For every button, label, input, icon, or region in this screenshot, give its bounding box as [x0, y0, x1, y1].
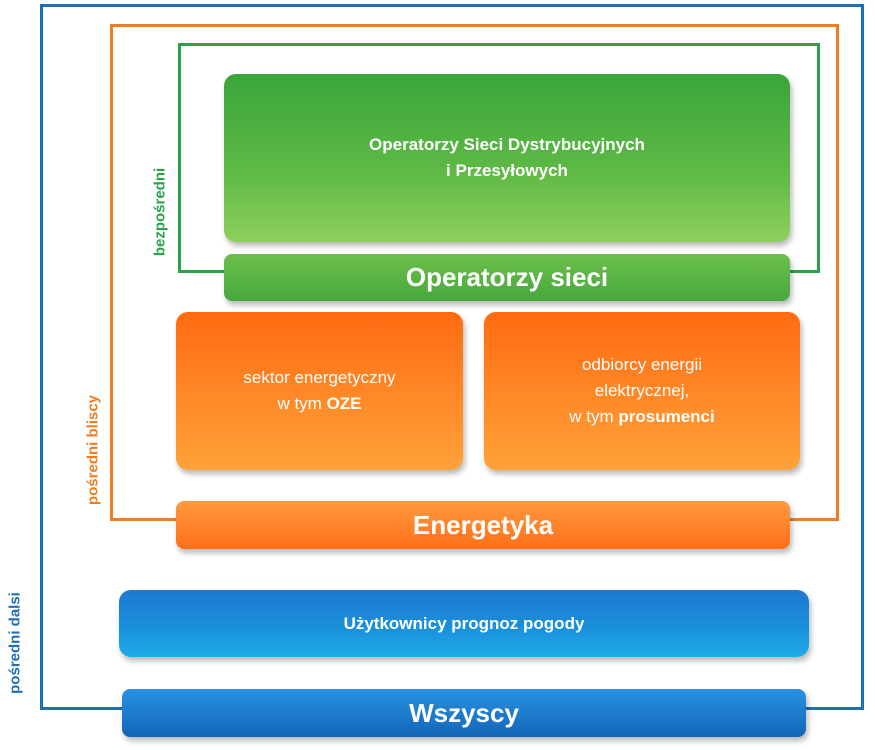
energy-sector-line2-prefix: w tym — [277, 394, 327, 413]
everyone-bar: Wszyscy — [122, 689, 806, 737]
consumers-line1: odbiorcy energii — [581, 355, 702, 374]
consumers-line2: elektrycznej, — [594, 381, 690, 400]
energy-sector-line2: w tym OZE — [243, 391, 395, 417]
oze-label: OZE — [326, 394, 362, 413]
energy-sector-box: sektor energetyczny w tym OZE — [176, 312, 463, 470]
energy-bar: Energetyka — [176, 501, 790, 549]
network-operators-detail-box: Operatorzy Sieci Dystrybucyjnych i Przes… — [224, 74, 790, 242]
prosumers-label: prosumenci — [618, 407, 715, 426]
consumers-line3: w tym prosumenci — [569, 404, 714, 430]
energy-sector-line1: sektor energetyczny — [243, 368, 396, 387]
consumers-line3-prefix: w tym — [569, 407, 619, 426]
operators-detail-line1: Operatorzy Sieci Dystrybucyjnych — [369, 135, 645, 154]
direct-label: bezpośredni — [151, 167, 169, 257]
near-indirect-label: pośredni bliscy — [84, 394, 102, 506]
operators-detail-line2: i Przesyłowych — [446, 161, 568, 180]
weather-forecast-users-box: Użytkownicy prognoz pogody — [119, 590, 809, 657]
electricity-consumers-box: odbiorcy energii elektrycznej, w tym pro… — [484, 312, 800, 470]
far-indirect-label: pośredni dalsi — [6, 592, 24, 694]
network-operators-bar: Operatorzy sieci — [224, 254, 790, 301]
